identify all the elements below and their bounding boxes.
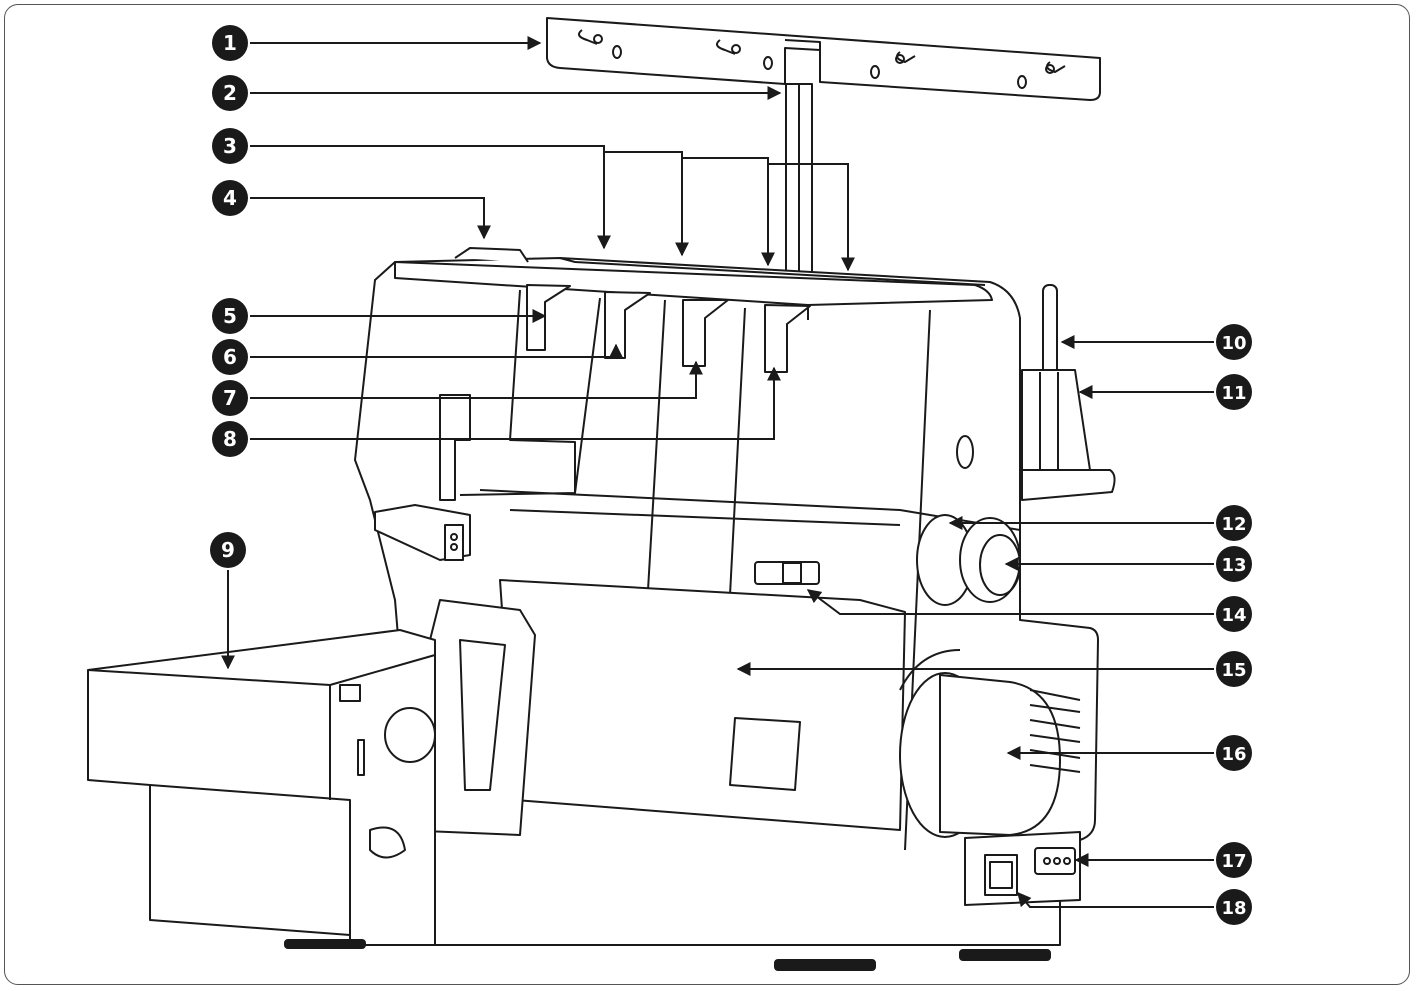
callout-12-label: 12 — [1221, 514, 1246, 535]
callout-8: 8 — [212, 421, 248, 457]
leader-lines — [221, 36, 1214, 908]
thread-stand-bar — [546, 17, 1101, 101]
callout-14-label: 14 — [1221, 605, 1246, 626]
callout-12: 12 — [1216, 505, 1252, 541]
callout-4-label: 4 — [223, 186, 237, 210]
spool-pin — [1042, 284, 1058, 381]
callout-10: 10 — [1216, 324, 1252, 360]
callout-6-label: 6 — [223, 345, 237, 369]
callout-1-label: 1 — [223, 31, 237, 55]
callout-16-label: 16 — [1221, 744, 1246, 765]
thread-cone — [1021, 369, 1091, 471]
machine-drawing — [87, 17, 1116, 971]
callout-4: 4 — [212, 180, 248, 216]
callout-5: 5 — [212, 298, 248, 334]
callout-2: 2 — [212, 75, 248, 111]
callout-15: 15 — [1216, 651, 1252, 687]
callout-2-label: 2 — [223, 81, 237, 105]
callout-9: 9 — [210, 532, 246, 568]
callout-13: 13 — [1216, 546, 1252, 582]
front-cover — [499, 579, 906, 831]
callout-16: 16 — [1216, 735, 1252, 771]
callout-10-label: 10 — [1221, 333, 1246, 354]
callout-13-label: 13 — [1221, 555, 1246, 576]
callout-5-label: 5 — [223, 304, 237, 328]
callout-18-label: 18 — [1221, 898, 1246, 919]
callout-17-label: 17 — [1221, 851, 1246, 872]
callout-badges: 1 2 3 4 5 6 7 8 9 10 11 12 13 14 15 16 1… — [210, 25, 1252, 925]
callout-15-label: 15 — [1221, 660, 1246, 681]
callout-9-label: 9 — [221, 538, 235, 562]
callout-7: 7 — [212, 380, 248, 416]
extension-table — [87, 629, 436, 946]
callout-3-label: 3 — [223, 134, 237, 158]
callout-6: 6 — [212, 339, 248, 375]
callout-1: 1 — [212, 25, 248, 61]
callout-8-label: 8 — [223, 427, 237, 451]
callout-3: 3 — [212, 128, 248, 164]
callout-11-label: 11 — [1221, 383, 1246, 404]
callout-17: 17 — [1216, 842, 1252, 878]
callout-7-label: 7 — [223, 386, 237, 410]
callout-18: 18 — [1216, 889, 1252, 925]
callout-11: 11 — [1216, 374, 1252, 410]
callout-14: 14 — [1216, 596, 1252, 632]
